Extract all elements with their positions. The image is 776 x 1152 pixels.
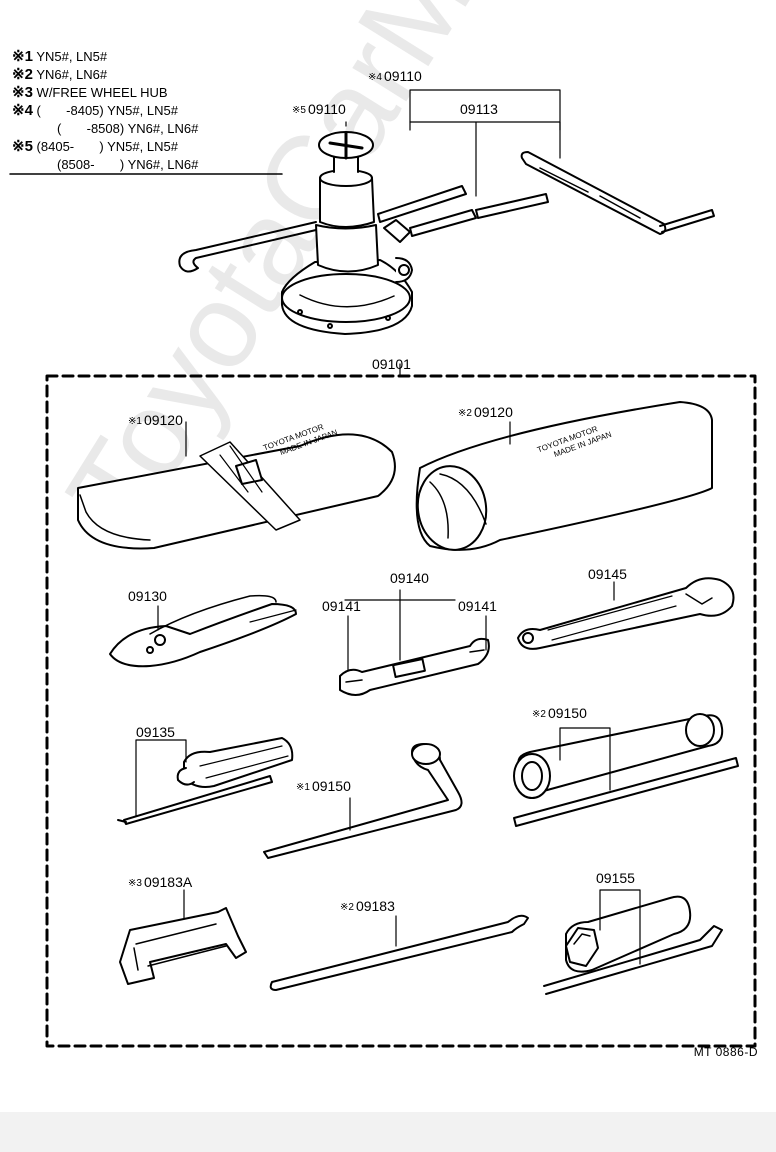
note-4: ※4 ( -8405) YN5#, LN5#: [12, 102, 178, 119]
parts-diagram-page: ToyotaCarMine.ru: [9, 0, 758, 1059]
tool-bag-rolled: [77, 433, 396, 550]
pliers-drawing: [109, 594, 297, 668]
tool-bag-case: [415, 401, 713, 551]
note-1: ※1 YN5#, LN5#: [12, 48, 108, 65]
label-wrench-right[interactable]: 09141: [458, 598, 497, 614]
jack-drawing: [178, 131, 715, 335]
lug-wrench-tube-drawing: [513, 713, 739, 827]
note-5b: (8508- ) YN6#, LN6#: [57, 157, 199, 172]
screwdriver-drawing: [117, 737, 294, 825]
diagram-reference: MT 0886-D: [693, 1045, 758, 1059]
note-4b: ( -8508) YN6#, LN6#: [57, 121, 199, 136]
label-screwdriver[interactable]: 09135: [136, 724, 175, 740]
label-wrench-set[interactable]: 09140: [390, 570, 429, 586]
label-wrench-left[interactable]: 09141: [322, 598, 361, 614]
kit-dashed-box: [45, 374, 757, 1048]
tool-illustration: [9, 89, 757, 1048]
label-pliers[interactable]: 09130: [128, 588, 167, 604]
footer-band: [0, 1112, 776, 1152]
label-plug-wrench[interactable]: 09155: [596, 870, 635, 886]
label-handle[interactable]: 09113: [460, 101, 498, 117]
tire-lever-drawing: [269, 914, 529, 991]
label-kit[interactable]: 09101: [372, 356, 411, 372]
plug-wrench-drawing: [543, 895, 723, 995]
spanner-wrenches-drawing: [339, 637, 490, 696]
free-wheel-hub-tool-drawing: [119, 907, 247, 985]
note-3: ※3 W/FREE WHEEL HUB: [12, 84, 168, 101]
lug-wrench-l-drawing: [263, 743, 463, 859]
note-5: ※5 (8405- ) YN5#, LN5#: [12, 138, 178, 155]
adjustable-wrench-drawing: [517, 577, 735, 650]
label-adjustable-wrench[interactable]: 09145: [588, 566, 627, 582]
note-2: ※2 YN6#, LN6#: [12, 66, 108, 83]
